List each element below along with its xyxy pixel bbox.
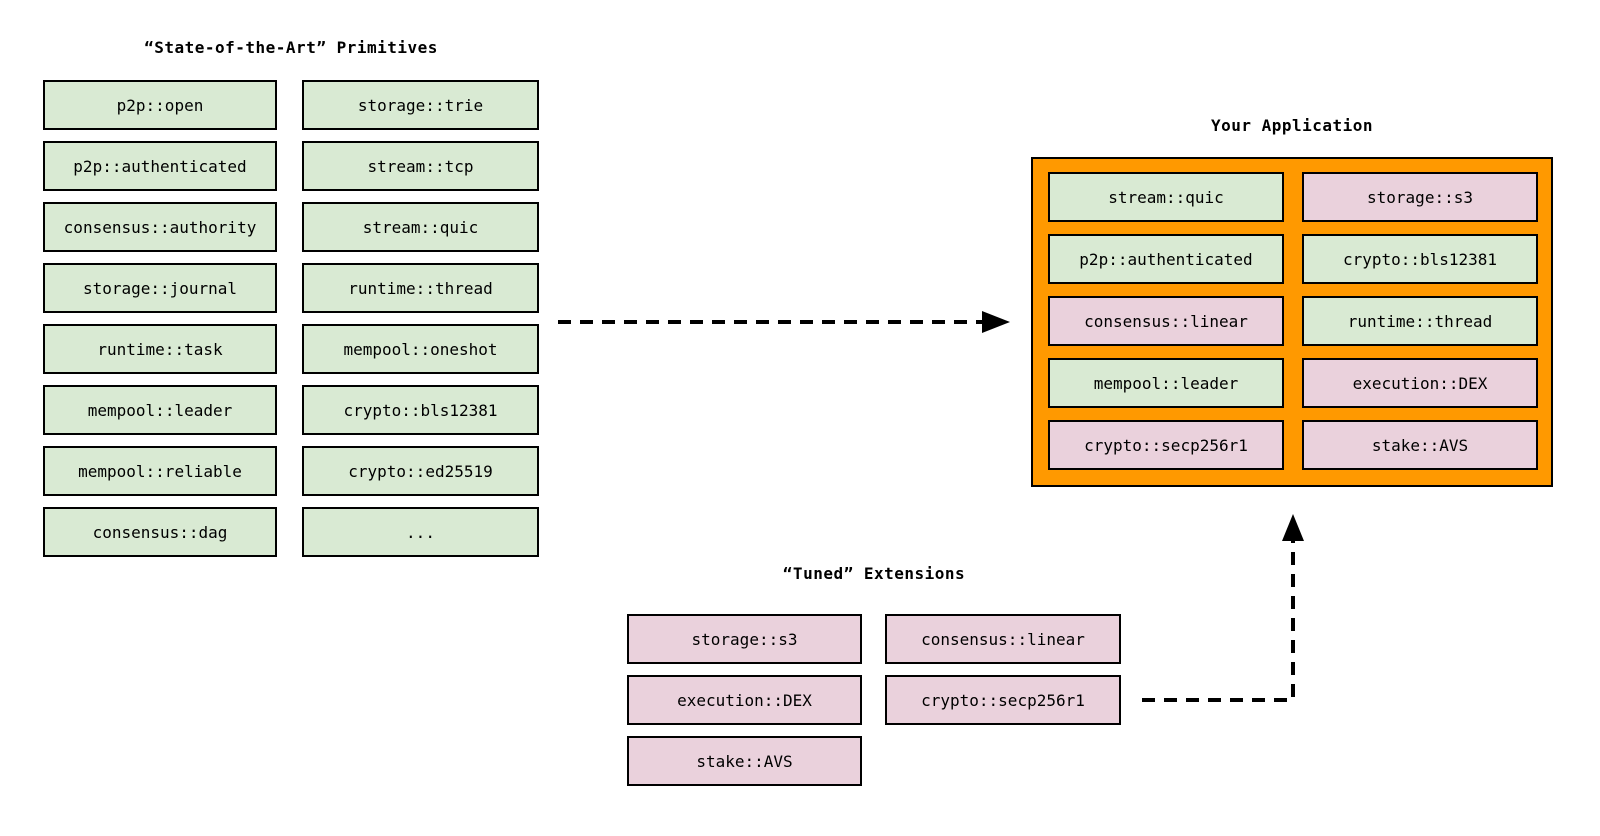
app-box: runtime::thread: [1302, 296, 1538, 346]
primitive-box: mempool::oneshot: [302, 324, 539, 374]
primitive-box: mempool::reliable: [43, 446, 277, 496]
primitive-box: stream::quic: [302, 202, 539, 252]
primitives-title: “State-of-the-Art” Primitives: [144, 38, 438, 57]
extensions-column-1: storage::s3 execution::DEX stake::AVS: [627, 614, 862, 786]
app-box: execution::DEX: [1302, 358, 1538, 408]
primitive-box: ...: [302, 507, 539, 557]
primitive-box: stream::tcp: [302, 141, 539, 191]
primitive-box: p2p::open: [43, 80, 277, 130]
extension-box: stake::AVS: [627, 736, 862, 786]
primitive-box: runtime::task: [43, 324, 277, 374]
primitive-box: p2p::authenticated: [43, 141, 277, 191]
extensions-to-app-arrow: [1142, 514, 1304, 702]
extensions-column-2: consensus::linear crypto::secp256r1: [885, 614, 1121, 725]
app-box: stream::quic: [1048, 172, 1284, 222]
primitive-box: storage::trie: [302, 80, 539, 130]
primitives-column-2: storage::trie stream::tcp stream::quic r…: [302, 80, 539, 557]
primitive-box: runtime::thread: [302, 263, 539, 313]
primitives-to-app-arrow: [558, 311, 1010, 333]
app-box: mempool::leader: [1048, 358, 1284, 408]
extension-box: crypto::secp256r1: [885, 675, 1121, 725]
application-container: stream::quic storage::s3 p2p::authentica…: [1031, 157, 1553, 487]
primitive-box: consensus::authority: [43, 202, 277, 252]
extensions-title: “Tuned” Extensions: [782, 564, 966, 583]
app-box: p2p::authenticated: [1048, 234, 1284, 284]
primitive-box: mempool::leader: [43, 385, 277, 435]
app-box: crypto::secp256r1: [1048, 420, 1284, 470]
extension-box: storage::s3: [627, 614, 862, 664]
extension-box: execution::DEX: [627, 675, 862, 725]
primitives-column-1: p2p::open p2p::authenticated consensus::…: [43, 80, 277, 557]
application-title: Your Application: [1210, 116, 1374, 135]
extension-box: consensus::linear: [885, 614, 1121, 664]
primitive-box: crypto::ed25519: [302, 446, 539, 496]
app-box: consensus::linear: [1048, 296, 1284, 346]
app-box: stake::AVS: [1302, 420, 1538, 470]
primitive-box: storage::journal: [43, 263, 277, 313]
primitive-box: consensus::dag: [43, 507, 277, 557]
app-box: storage::s3: [1302, 172, 1538, 222]
app-box: crypto::bls12381: [1302, 234, 1538, 284]
primitive-box: crypto::bls12381: [302, 385, 539, 435]
